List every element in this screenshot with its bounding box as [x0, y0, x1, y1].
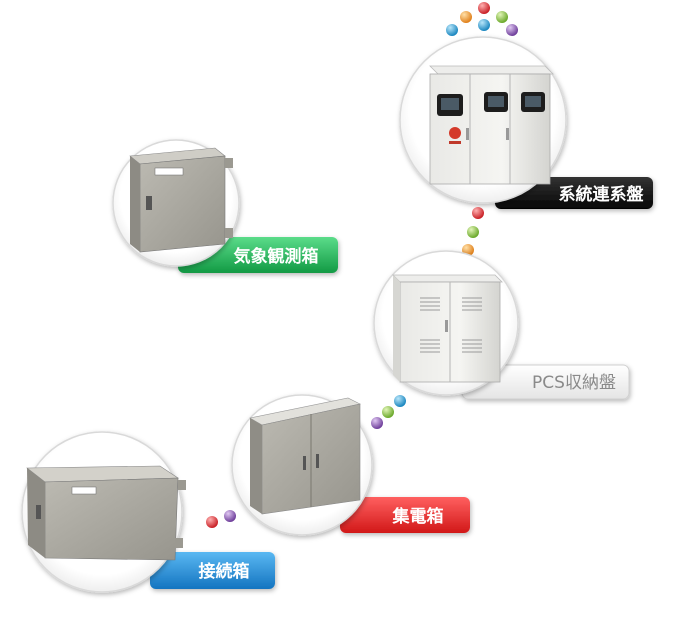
pcs-enclosure-panel-image — [392, 274, 503, 383]
grid-interconnection-panel-label: 系統連系盤 — [559, 184, 645, 205]
item-collection-box[interactable]: 集電箱 — [231, 394, 470, 536]
dot-red-icon — [478, 2, 490, 14]
label-background — [340, 497, 470, 533]
dot-red-icon — [206, 516, 218, 528]
item-grid-interconnection-panel[interactable]: 系統連系盤 — [399, 36, 653, 209]
collection-box-image — [249, 397, 361, 515]
junction-box-image — [26, 465, 186, 561]
connector-dots-3 — [206, 510, 236, 528]
junction-box-label: 接続箱 — [199, 561, 250, 582]
dot-orange-icon — [460, 11, 472, 23]
dot-blue-icon — [478, 19, 490, 31]
dot-green-icon — [382, 406, 394, 418]
dot-blue-icon — [446, 24, 458, 36]
item-weather-observation-box[interactable]: 気象観測箱 — [112, 139, 338, 273]
dot-red-icon — [472, 207, 484, 219]
dot-green-icon — [467, 226, 479, 238]
grid-interconnection-panel-image — [429, 65, 554, 185]
dot-purple-icon — [506, 24, 518, 36]
dot-purple-icon — [371, 417, 383, 429]
connector-dots-2 — [371, 395, 406, 429]
item-pcs-enclosure-panel[interactable]: PCS収納盤 — [373, 250, 630, 400]
dot-purple-icon — [224, 510, 236, 522]
dot-green-icon — [496, 11, 508, 23]
label-background — [150, 552, 275, 589]
collection-box-label: 集電箱 — [392, 506, 444, 527]
dot-blue-icon — [394, 395, 406, 407]
item-junction-box[interactable]: 接続箱 — [21, 431, 275, 593]
pcs-enclosure-panel-label: PCS収納盤 — [532, 373, 616, 393]
weather-observation-box-image — [129, 147, 233, 253]
weather-observation-box-label: 気象観測箱 — [233, 246, 319, 267]
connector-dots-1 — [462, 207, 484, 256]
